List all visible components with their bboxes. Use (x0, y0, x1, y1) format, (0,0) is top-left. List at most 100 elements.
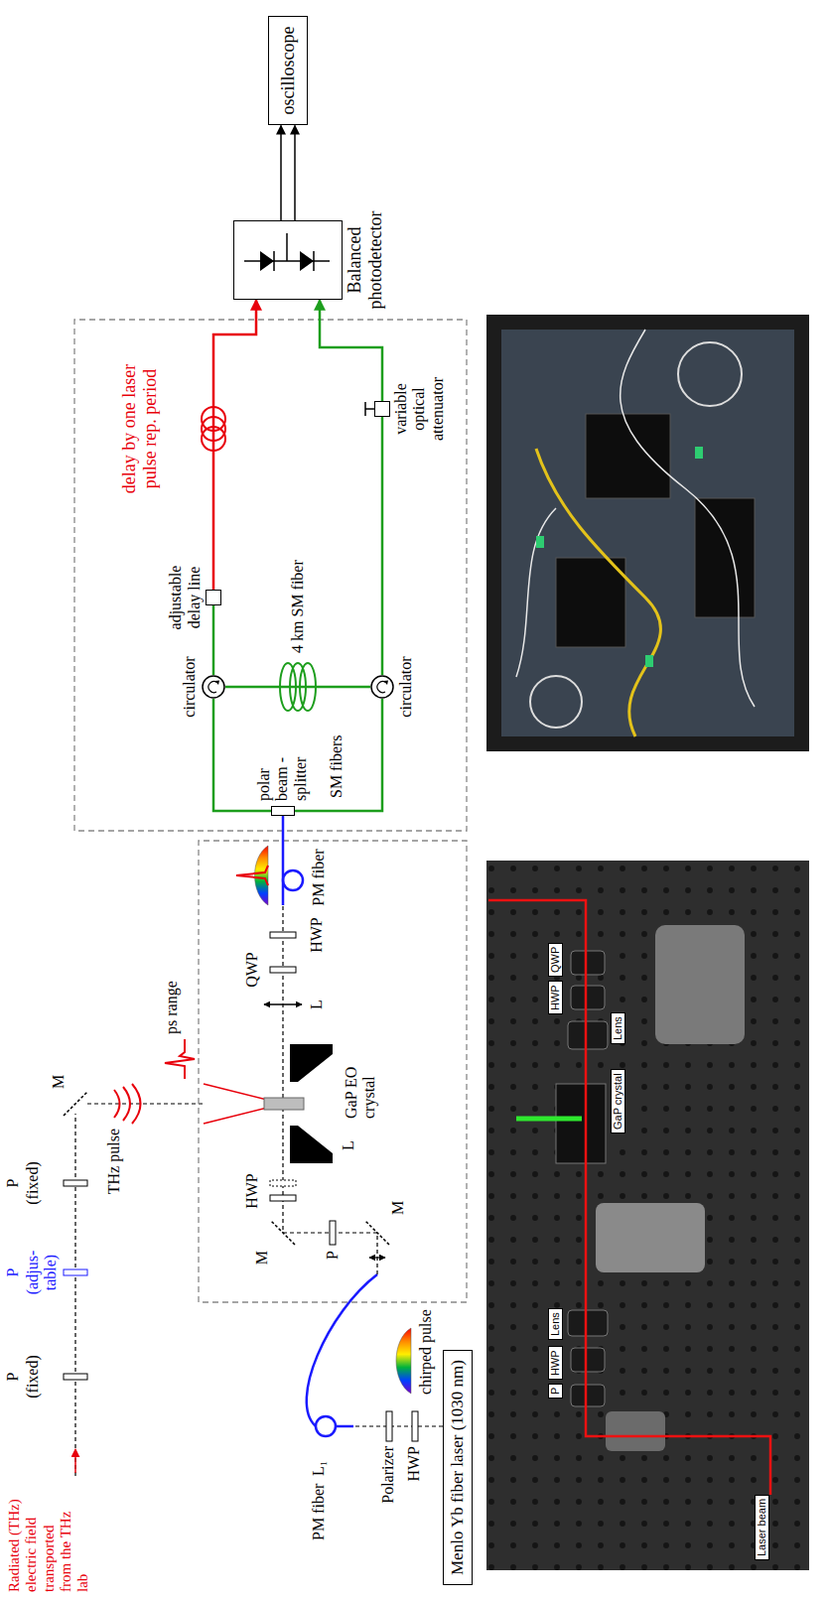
photo-tag: QWP (548, 943, 563, 977)
waveplate-label: HWP (243, 1173, 262, 1210)
lens-symbol (289, 1125, 333, 1164)
node-label: circulator (180, 656, 199, 717)
photo-connector (645, 655, 654, 668)
photo-tag: Lens (548, 1308, 563, 1341)
circulator-arrow (208, 682, 218, 693)
circulator-outline (371, 676, 394, 698)
gap-crystal (264, 1098, 304, 1110)
attenuator-knob (365, 402, 375, 416)
chirped-pulse-icon (396, 1328, 412, 1394)
pm-fiber (306, 1274, 378, 1427)
thz-path (87, 1103, 204, 1105)
laser-optics (306, 1274, 443, 1442)
circulator-symbol: circulator (201, 675, 226, 699)
node-label: circulator (397, 656, 415, 717)
optics-group-box (198, 840, 467, 1303)
oscilloscope-box: oscilloscope (268, 15, 309, 127)
optic-label: HWP (405, 1446, 423, 1483)
node-label: variable optical attenuator (392, 364, 447, 454)
fiber-connector (381, 416, 385, 676)
lens-symbol (289, 1044, 333, 1083)
polarizer-label: P (3, 1179, 22, 1189)
photo-tag: Laser beam (754, 1495, 770, 1561)
photo-device (555, 557, 626, 648)
circulator-outline (370, 675, 395, 699)
mirror-label: M (49, 1075, 68, 1090)
mirror-symbol (365, 1221, 390, 1245)
fiber-group-box (74, 319, 467, 831)
lens-label: L (339, 1140, 358, 1151)
fiber-connector (279, 126, 282, 222)
thz-beam-line (63, 1039, 283, 1477)
fiber-connector (319, 299, 383, 402)
photo-tag: HWP (548, 1346, 563, 1381)
photodetector-box: Balanced photodetector (233, 220, 343, 300)
circulator-arrow (384, 681, 390, 687)
thz-wave (114, 1090, 121, 1118)
connector-label: 4 km SM fiber (288, 557, 307, 656)
photodiode-symbol (244, 233, 330, 272)
fiber-label: PM fiber (309, 848, 328, 906)
photo-mount (567, 1021, 608, 1050)
photo-fiber-reel (678, 342, 742, 407)
polarizer-label: P (323, 1250, 342, 1260)
pm-fiber-loop (315, 1416, 336, 1437)
photo-background (486, 314, 810, 752)
pm-fiber (281, 816, 285, 906)
photo-fiber-reel (530, 676, 582, 728)
polarizer-note: (fixed) (23, 1161, 42, 1206)
polarizer-symbol (63, 1269, 88, 1276)
probe-beam-path (282, 816, 378, 1275)
waveplate-symbol (270, 967, 296, 973)
beam-splitter-box: polar beam -splitter (271, 806, 295, 817)
photo-cable (536, 448, 661, 737)
laser-source-box: Menlo Yb fiber laser (1030 nm) (442, 1350, 473, 1586)
eo-optics (236, 816, 390, 1275)
waveplate-symbol (270, 1195, 296, 1202)
photo-mount (570, 1384, 605, 1407)
mirror-symbol (271, 1221, 295, 1245)
photodiode-symbol (260, 251, 314, 272)
photo-connector (536, 536, 545, 549)
circulator-arrow (377, 682, 387, 693)
polarizer-note: (adjus- table) (23, 1245, 61, 1300)
fiber-connector (213, 299, 257, 590)
photo-tag: Lens (610, 1012, 626, 1045)
optics-photo (486, 860, 810, 1571)
thz-wave (132, 1084, 141, 1124)
polarizer-label: P (3, 1268, 22, 1278)
photo-tag: HWP (548, 980, 563, 1015)
fiber-connector (225, 686, 371, 690)
waveplate-symbol (412, 1411, 418, 1442)
polarizer-label: P (3, 1373, 22, 1382)
photo-device (694, 498, 755, 618)
modulated-pulse-icon (236, 865, 269, 886)
fiber-label: L₁ (309, 1461, 328, 1477)
photo-panel (501, 329, 795, 737)
mirror-label: M (389, 1201, 408, 1216)
node-label: polar beam -splitter (255, 739, 310, 802)
photo-mount (567, 1310, 608, 1337)
photo-fiber (620, 329, 755, 707)
photo-mount (570, 951, 605, 975)
circulator-outline (202, 676, 225, 698)
source-note: Radiated (THz) electric field transporte… (5, 1493, 92, 1593)
photo-beam-line (488, 900, 771, 1496)
thz-pulse-shape (164, 1039, 195, 1080)
waveplate-label: HWP (307, 917, 326, 954)
laser-beam-path (355, 1425, 443, 1427)
pulse-label: THz pulse (105, 1128, 124, 1195)
photo-mount (655, 925, 745, 1045)
fiber-parts (201, 402, 375, 711)
lens-symbol (264, 1003, 302, 1005)
crystal-label: GaP EO crystal (342, 1049, 380, 1119)
photo-mount (595, 1203, 705, 1273)
waveplate-label: QWP (243, 952, 262, 988)
photodiode-symbol (234, 222, 341, 299)
node-label: adjustable delay line (166, 555, 204, 641)
pm-fiber-loop (282, 870, 303, 891)
optic-label: Polarizer (379, 1446, 398, 1505)
circulator-symbol: circulator (370, 675, 395, 699)
